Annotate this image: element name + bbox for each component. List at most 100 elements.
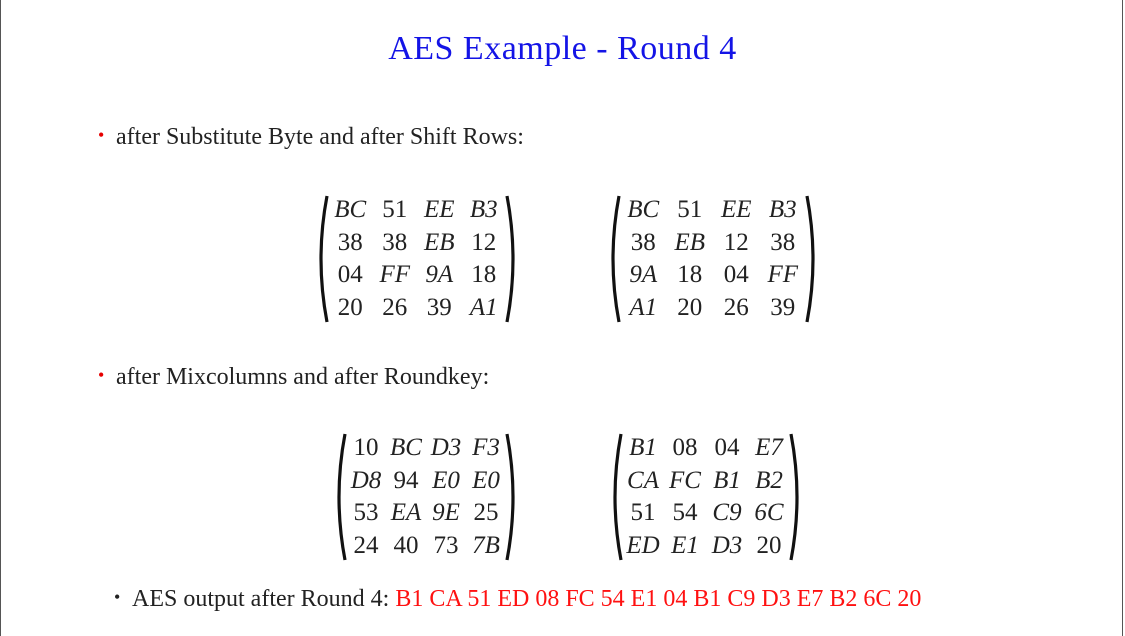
matrix-cell: 20 (756, 531, 782, 559)
matrix-cell: 04 (714, 434, 740, 461)
matrix-cell: 18 (471, 261, 497, 288)
matrix-cell: B2 (755, 466, 783, 494)
matrix-cell: A1 (629, 293, 658, 321)
matrix-row: BC 51 EE B3 (328, 194, 506, 227)
output-bullet-line: • AES output after Round 4: B1 CA 51 ED 0… (114, 586, 921, 613)
matrix-cell: 73 (433, 531, 459, 559)
left-parenthesis (337, 433, 347, 561)
matrix-cell: 12 (723, 228, 749, 256)
right-parenthesis (805, 195, 815, 323)
section2-bullet-line: • after Mixcolumns and after Roundkey: (98, 364, 489, 391)
matrix-cell: BC (390, 434, 422, 461)
matrix-cell: 26 (723, 293, 749, 321)
matrix-cell: 40 (393, 531, 419, 559)
right-parenthesis (505, 195, 515, 323)
matrix-cell: 7B (472, 531, 500, 559)
matrix-cell: 38 (337, 228, 363, 256)
matrix-cell: 6C (754, 499, 784, 526)
matrix-cell: 08 (672, 434, 698, 461)
right-parenthesis (789, 433, 799, 561)
matrix-cell: 38 (382, 228, 408, 256)
left-parenthesis (319, 195, 329, 323)
matrix-cell: 38 (630, 228, 656, 256)
matrix-cell: 51 (677, 196, 703, 223)
matrix-cell: 18 (677, 261, 703, 288)
matrix-cell: EA (390, 499, 422, 526)
matrix-cell: F3 (472, 434, 500, 461)
matrix-cell: 24 (353, 531, 379, 559)
matrix-cell: 51 (630, 499, 656, 526)
matrix-cell: E7 (755, 434, 783, 461)
matrix-row: 9A 18 04 FF (620, 259, 806, 292)
matrix-cell: B3 (469, 196, 498, 223)
matrix-cell: 12 (471, 228, 497, 256)
left-parenthesis (613, 433, 623, 561)
matrix-row: 51 54 C9 6C (622, 497, 790, 530)
matrix-cell: C9 (712, 499, 742, 526)
matrix-cell: 26 (382, 293, 408, 321)
matrix-cell: 25 (473, 499, 499, 526)
matrix-cell: A1 (469, 293, 498, 321)
bullet-icon: • (98, 125, 105, 145)
matrix-cell: 94 (393, 466, 419, 494)
left-parenthesis (611, 195, 621, 323)
matrix-cell: FC (669, 466, 701, 494)
matrix-row: 20 26 39 A1 (328, 292, 506, 325)
matrix-cell: 9A (425, 261, 454, 288)
matrix-cell: 9A (629, 261, 658, 288)
section1-label: after Substitute Byte and after Shift Ro… (116, 124, 524, 150)
output-values: B1 CA 51 ED 08 FC 54 E1 04 B1 C9 D3 E7 B… (395, 586, 922, 612)
matrix-row: B1 08 04 E7 (622, 432, 790, 465)
matrix-cell: B1 (629, 434, 657, 461)
matrix-cell: FF (767, 261, 799, 288)
matrix-cell: 39 (426, 293, 452, 321)
section2-label: after Mixcolumns and after Roundkey: (116, 364, 490, 390)
matrix-cell: 20 (677, 293, 703, 321)
matrix-row: 24 40 73 7B (346, 530, 506, 563)
matrix-row: 10 BC D3 F3 (346, 432, 506, 465)
matrix-cell: E0 (432, 466, 460, 494)
matrix-cell: ED (626, 531, 660, 559)
matrix-cell: D3 (430, 434, 462, 461)
bullet-icon: • (98, 365, 105, 385)
matrix-cell: B3 (768, 196, 797, 223)
matrix-row: ED E1 D3 20 (622, 530, 790, 563)
matrix-cell: 53 (353, 499, 379, 526)
matrix-cell: BC (334, 196, 367, 223)
section1-bullet-line: • after Substitute Byte and after Shift R… (98, 124, 524, 151)
matrix-cell: D3 (711, 531, 743, 559)
output-label: AES output after Round 4: (132, 586, 396, 612)
bullet-icon: • (114, 587, 121, 607)
matrix-row: 53 EA 9E 25 (346, 497, 506, 530)
matrix-cell: 04 (723, 261, 749, 288)
matrix-cell: EE (423, 196, 455, 223)
matrix-cell: 10 (353, 434, 379, 461)
matrix-cell: 39 (770, 293, 796, 321)
matrix-cell: CA (627, 466, 659, 494)
slide-title: AES Example - Round 4 (388, 30, 737, 67)
matrix-cell: 9E (432, 499, 460, 526)
matrix-row: A1 20 26 39 (620, 292, 806, 325)
matrix-row: 38 EB 12 38 (620, 227, 806, 260)
matrix-cell: EB (674, 228, 706, 256)
matrix-cell: 54 (672, 499, 698, 526)
right-parenthesis (505, 433, 515, 561)
matrix-cell: 38 (770, 228, 796, 256)
matrix-cell: 51 (382, 196, 408, 223)
matrix-cell: E1 (671, 531, 699, 559)
matrix-cell: 20 (337, 293, 363, 321)
